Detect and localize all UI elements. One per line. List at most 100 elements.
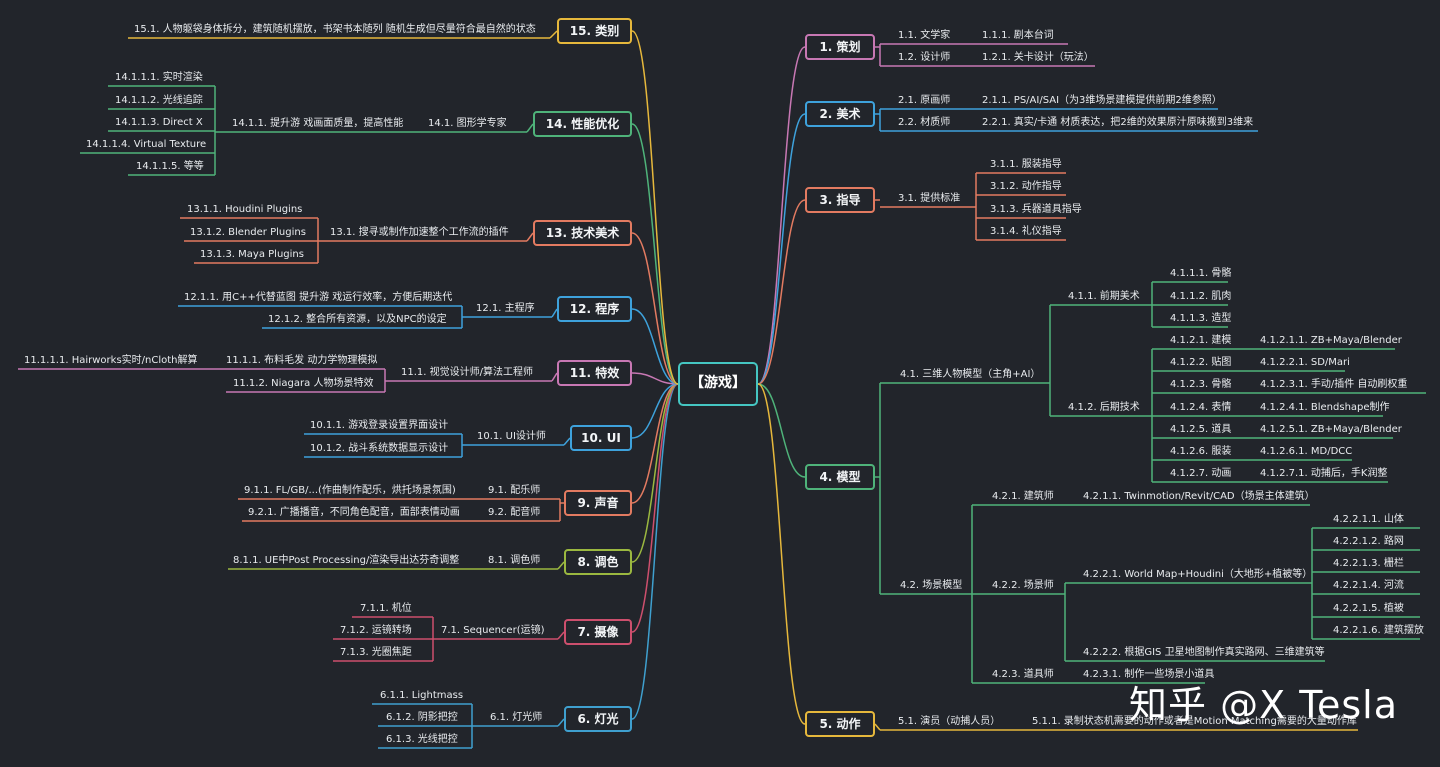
node-14-1-1-4: 14.1.1.4. Virtual Texture <box>86 139 207 150</box>
node-4-1-1-2: 4.1.1.2. 肌肉 <box>1170 291 1232 302</box>
node-14-1-1-2: 14.1.1.2. 光线追踪 <box>115 95 203 106</box>
node-4-1-2-1-1: 4.1.2.1.1. ZB+Maya/Blender <box>1260 335 1402 346</box>
node-13-1-3: 13.1.3. Maya Plugins <box>200 249 304 260</box>
branch-modeling[interactable]: 4. 模型 <box>805 464 875 490</box>
branch-performance[interactable]: 14. 性能优化 <box>533 111 632 137</box>
node-12-1-2: 12.1.2. 整合所有资源，以及NPC的设定 <box>268 314 447 325</box>
node-4-1-1-3: 4.1.1.3. 造型 <box>1170 313 1232 324</box>
central-topic[interactable]: 【游戏】 <box>678 362 758 406</box>
edge-b11-stub <box>551 372 558 382</box>
node-4-1-1-1: 4.1.1.1. 骨骼 <box>1170 268 1232 279</box>
edge-b15-stub <box>549 30 558 39</box>
node-4-1-2-7: 4.1.2.7. 动画 <box>1170 468 1232 479</box>
node-13-1-1: 13.1.1. Houdini Plugins <box>187 204 303 215</box>
branch-lighting[interactable]: 6. 灯光 <box>564 706 632 732</box>
node-14-1-1-1: 14.1.1.1. 实时渲染 <box>115 72 203 83</box>
edge-b5-stub <box>874 723 881 731</box>
node-11-1-1-1: 11.1.1.1. Hairworks实时/nCloth解算 <box>24 355 198 366</box>
node-12-1-1: 12.1.1. 用C++代替蓝图 提升游 戏运行效率，方便后期迭代 <box>184 292 453 303</box>
edge-center-b15 <box>631 30 679 385</box>
node-13-1-2: 13.1.2. Blender Plugins <box>190 227 306 238</box>
node-10-1: 10.1. UI设计师 <box>477 431 546 442</box>
edge-center-b2 <box>757 113 806 385</box>
edge-b7-stub <box>557 631 565 640</box>
branch-planning[interactable]: 1. 策划 <box>805 34 875 60</box>
node-9-1: 9.1. 配乐师 <box>488 485 541 496</box>
branch-programming[interactable]: 12. 程序 <box>557 296 632 322</box>
node-4-2: 4.2. 场景模型 <box>900 580 963 591</box>
node-15-1: 15.1. 人物躯袋身体拆分，建筑随机摆放，书架书本随列 随机生成但尽量符合最自… <box>134 24 536 35</box>
node-4-2-2: 4.2.2. 场景师 <box>992 580 1054 591</box>
node-7-1-3: 7.1.3. 光圈焦距 <box>340 647 412 658</box>
branch-tech-art[interactable]: 13. 技术美术 <box>533 220 632 246</box>
edge-center-b6 <box>631 383 679 720</box>
edge-center-b13 <box>631 232 679 385</box>
watermark-text: 知乎 @X Tesla <box>1129 683 1398 727</box>
branch-art[interactable]: 2. 美术 <box>805 101 875 127</box>
branch-category[interactable]: 15. 类别 <box>557 18 632 44</box>
node-1-1-1: 1.1.1. 剧本台词 <box>982 30 1054 41</box>
node-4-1-2: 4.1.2. 后期技术 <box>1068 402 1140 413</box>
node-5-1: 5.1. 演员（动捕人员） <box>898 716 1001 727</box>
node-4-2-1: 4.2.1. 建筑师 <box>992 491 1054 502</box>
branch-animation[interactable]: 5. 动作 <box>805 711 875 737</box>
node-4-1-2-5-1: 4.1.2.5.1. ZB+Maya/Blender <box>1260 424 1402 435</box>
edge-center-b9 <box>631 383 679 504</box>
edge-center-b7 <box>631 383 679 633</box>
edge-b12-stub <box>551 308 558 318</box>
branch-guidance[interactable]: 3. 指导 <box>805 187 875 213</box>
node-14-1-1-5: 14.1.1.5. 等等 <box>136 161 204 172</box>
node-6-1-3: 6.1.3. 光线把控 <box>386 734 458 745</box>
node-6-1: 6.1. 灯光师 <box>490 712 543 723</box>
node-7-1-1: 7.1.1. 机位 <box>360 603 412 614</box>
node-4-1-2-4-1: 4.1.2.4.1. Blendshape制作 <box>1260 402 1390 413</box>
node-5-1-1: 5.1.1. 录制状态机需要的动作或者是Motion Matching需要的大量… <box>1032 716 1357 727</box>
node-4-1-2-2: 4.1.2.2. 贴图 <box>1170 357 1232 368</box>
node-2-1: 2.1. 原画师 <box>898 95 951 106</box>
node-4-1-2-6-1: 4.1.2.6.1. MD/DCC <box>1260 446 1353 457</box>
node-10-1-2: 10.1.2. 战斗系统数据显示设计 <box>310 443 449 454</box>
node-3-1-4: 3.1.4. 礼仪指导 <box>990 226 1062 237</box>
edge-b8-stub <box>557 561 565 570</box>
node-14-1-1: 14.1.1. 提升游 戏画面质量，提高性能 <box>232 118 404 129</box>
node-4-2-2-1: 4.2.2.1. World Map+Houdini（大地形+植被等） <box>1083 569 1313 580</box>
node-3-1: 3.1. 提供标准 <box>898 193 961 204</box>
edge-b13-stub <box>526 232 534 242</box>
node-3-1-1: 3.1.1. 服装指导 <box>990 159 1062 170</box>
node-10-1-1: 10.1.1. 游戏登录设置界面设计 <box>310 420 449 431</box>
node-4-1-2-2-1: 4.1.2.2.1. SD/Mari <box>1260 357 1350 368</box>
branch-camera[interactable]: 7. 摄像 <box>564 619 632 645</box>
node-9-2-1: 9.2.1. 广播播音，不同角色配音，面部表情动画 <box>248 507 460 518</box>
edge-center-b11 <box>631 372 679 385</box>
branch-vfx[interactable]: 11. 特效 <box>557 360 632 386</box>
edge-center-b12 <box>631 308 679 385</box>
branch-ui[interactable]: 10. UI <box>570 425 632 451</box>
node-4-1-2-3-1: 4.1.2.3.1. 手动/插件 自动刷权重 <box>1260 379 1408 390</box>
node-2-1-1: 2.1.1. PS/AI/SAI（为3维场景建模提供前期2维参照） <box>982 95 1222 106</box>
branch-color-grading[interactable]: 8. 调色 <box>564 549 632 575</box>
node-4-2-2-1-2: 4.2.2.1.2. 路网 <box>1333 536 1404 547</box>
node-4-2-1-1: 4.2.1.1. Twinmotion/Revit/CAD（场景主体建筑） <box>1083 491 1315 502</box>
edge-center-b8 <box>631 383 679 563</box>
node-1-1: 1.1. 文学家 <box>898 30 951 41</box>
node-4-1-2-6: 4.1.2.6. 服装 <box>1170 446 1232 457</box>
node-4-2-2-1-4: 4.2.2.1.4. 河流 <box>1333 580 1404 591</box>
edge-b14-stub <box>526 123 534 133</box>
branch-sound[interactable]: 9. 声音 <box>564 490 632 516</box>
node-4-2-3: 4.2.3. 道具师 <box>992 669 1054 680</box>
node-2-2-1: 2.2.1. 真实/卡通 材质表达，把2维的效果原汁原味搬到3维来 <box>982 117 1254 128</box>
node-3-1-2: 3.1.2. 动作指导 <box>990 181 1062 192</box>
edge-center-b10 <box>631 383 679 439</box>
node-13-1: 13.1. 搜寻或制作加速整个工作流的插件 <box>330 227 509 238</box>
edge-center-b5 <box>757 383 806 725</box>
node-9-2: 9.2. 配音师 <box>488 507 541 518</box>
node-1-2: 1.2. 设计师 <box>898 52 951 63</box>
node-11-1-2: 11.1.2. Niagara 人物场景特效 <box>233 378 374 389</box>
edge-b6-stub <box>557 718 565 727</box>
edge-center-b1 <box>757 46 806 385</box>
node-8-1-1: 8.1.1. UE中Post Processing/渲染导出达芬奇调整 <box>233 555 460 566</box>
node-11-1: 11.1. 视觉设计师/算法工程师 <box>401 367 533 378</box>
edge-b10-stub <box>563 437 571 446</box>
